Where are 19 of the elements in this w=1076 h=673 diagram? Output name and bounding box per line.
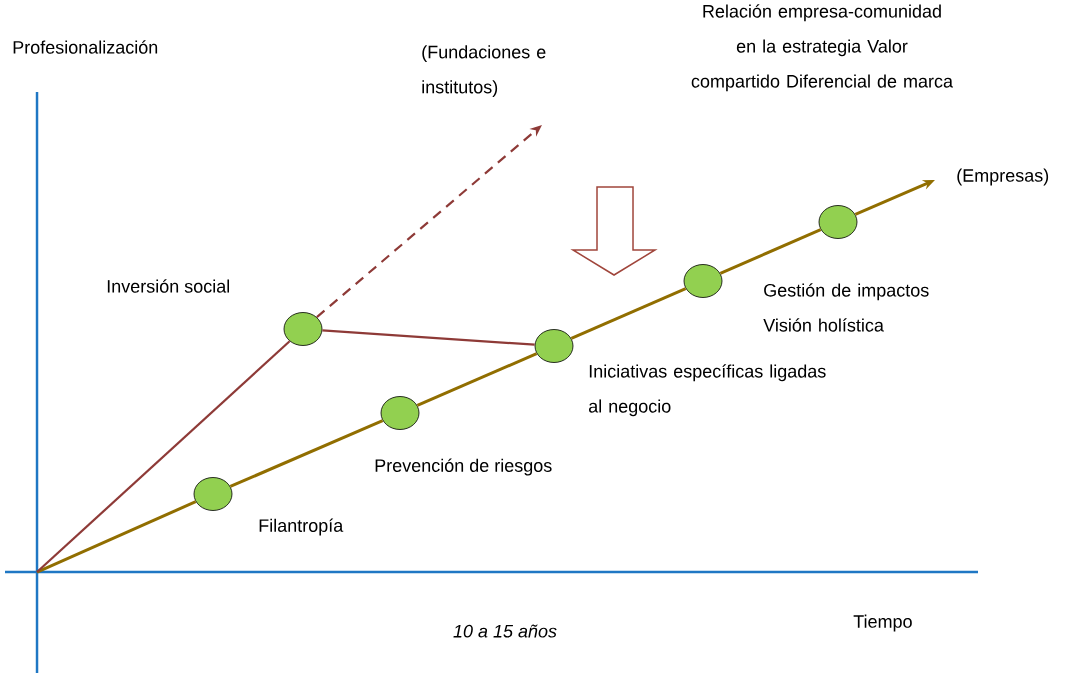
axis-label: (Fundaciones e institutos): [422, 45, 546, 97]
stage-label: Prevención de riesgos: [375, 458, 552, 476]
stage-label: Iniciativas específicas ligadas al negocio: [589, 364, 826, 417]
connector-line: [36, 340, 291, 573]
connector-line: [570, 287, 687, 340]
stage-label: Gestión de impactos Visión holística: [763, 283, 929, 332]
stage-label: Inversión social: [107, 279, 229, 293]
axis-label: 10 a 15 años: [453, 624, 557, 638]
axis-label: Tiempo: [853, 614, 912, 632]
connector-line: [719, 228, 822, 275]
axis-label: Relación empresa-comunidad en la estrategia Valor compartido Diferencial de marca: [691, 4, 953, 92]
stage-label: Filantropía: [259, 518, 344, 536]
axis-label: Profesionalización: [13, 40, 158, 54]
connector-line: [322, 329, 535, 346]
marker-circle: [818, 205, 858, 239]
connector-line: [229, 419, 384, 488]
connector-line: [36, 500, 197, 574]
connector-line: [416, 352, 538, 407]
axis-label: (Empresas): [957, 168, 1049, 186]
